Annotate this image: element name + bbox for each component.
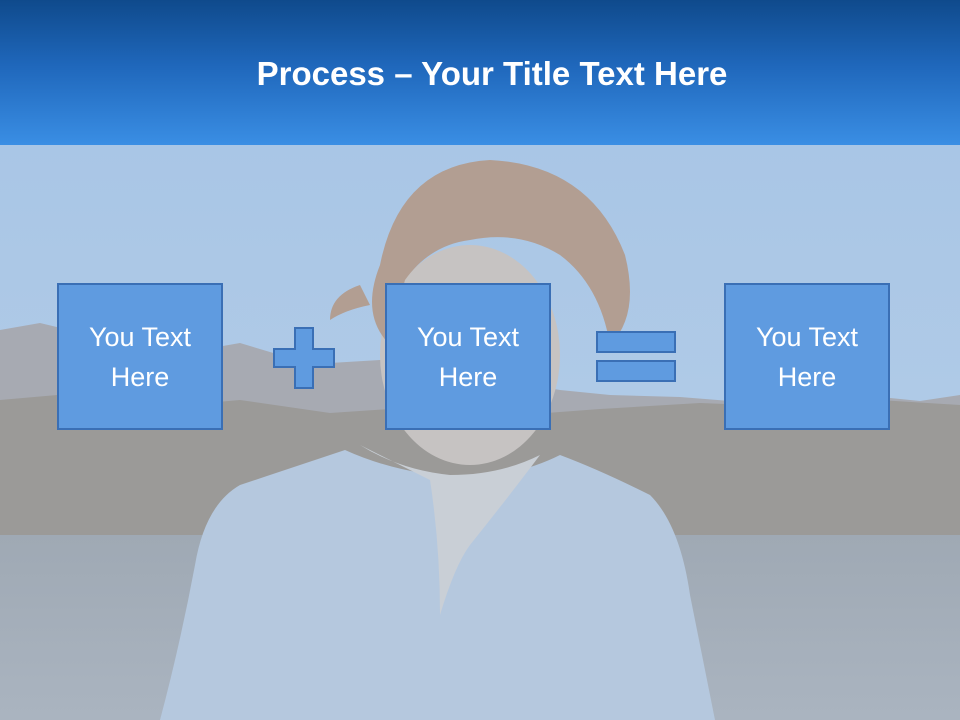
title-bar: Process – Your Title Text Here — [0, 0, 960, 145]
process-step-1-label: You Text Here — [88, 321, 192, 392]
equals-icon — [596, 331, 678, 390]
process-step-2-label: You Text Here — [416, 321, 520, 392]
title-bold: Process — [256, 55, 386, 92]
process-step-1[interactable]: You Text Here — [57, 283, 223, 430]
plus-icon — [273, 327, 335, 394]
process-step-2[interactable]: You Text Here — [385, 283, 551, 430]
process-step-3[interactable]: You Text Here — [724, 283, 890, 430]
background-photo — [0, 145, 960, 720]
process-step-3-label: You Text Here — [755, 321, 859, 392]
title-rest: – Your Title Text Here — [385, 55, 728, 92]
slide-title: Process – Your Title Text Here — [0, 52, 960, 96]
